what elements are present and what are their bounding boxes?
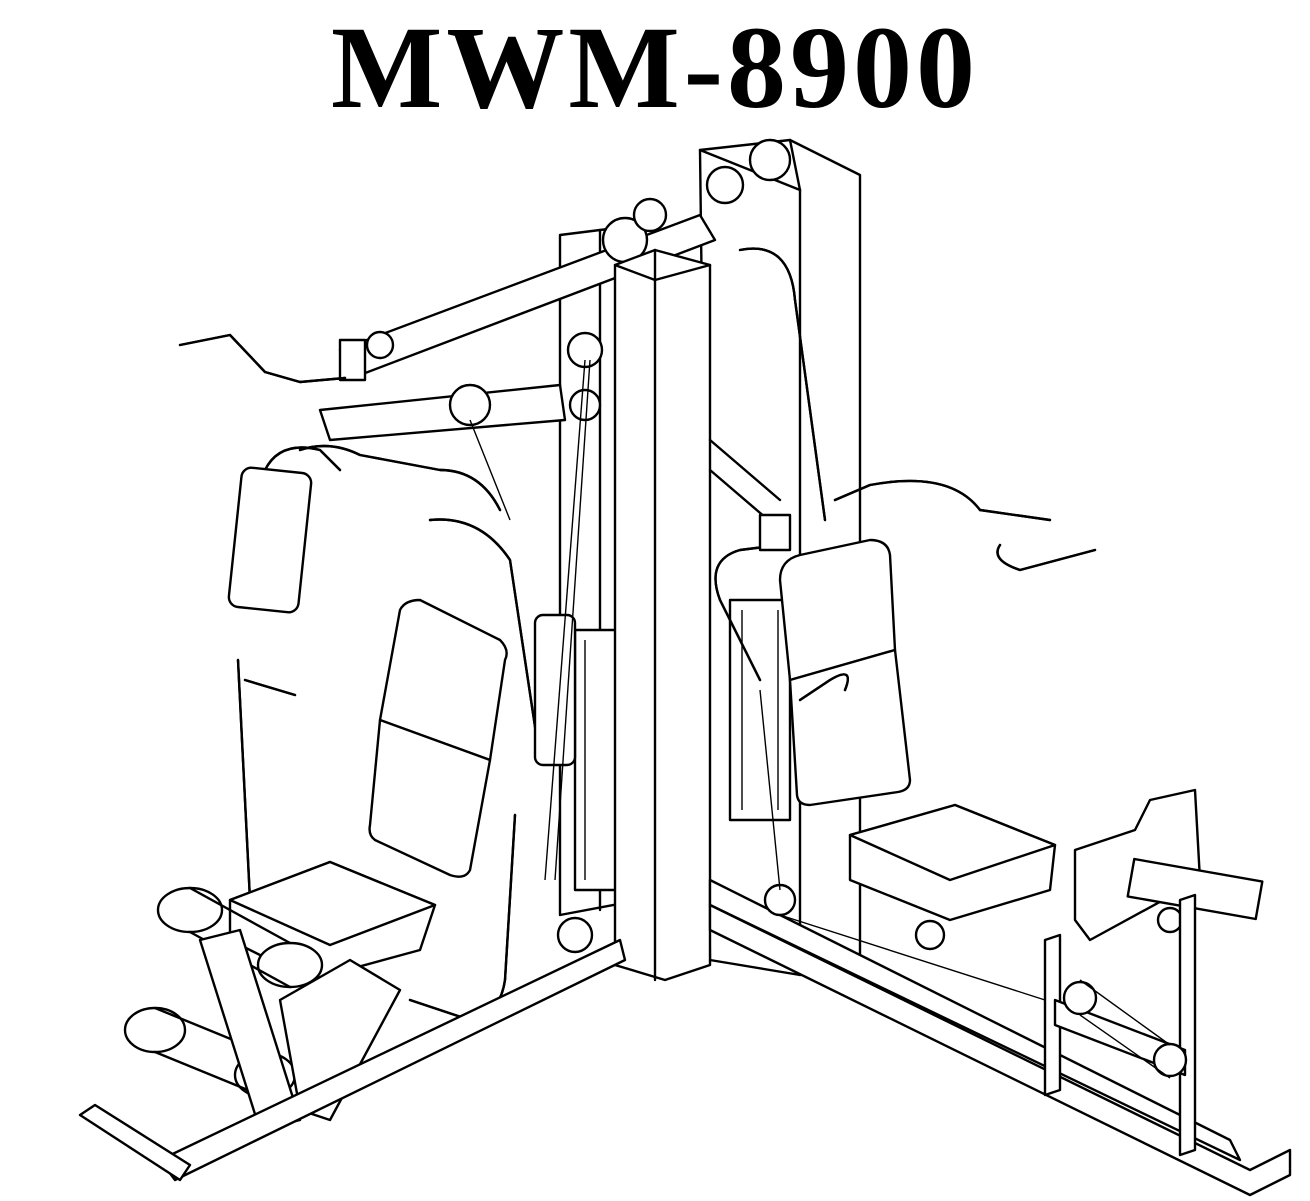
pec-deck-pad-left bbox=[227, 446, 342, 614]
pulley-icon bbox=[632, 197, 668, 233]
knob-icon bbox=[1156, 906, 1184, 934]
model-title: MWM-8900 bbox=[330, 2, 980, 133]
lat-pulldown-bar bbox=[178, 333, 347, 384]
leg-press-seat bbox=[848, 803, 1057, 951]
pulley-icon bbox=[556, 916, 594, 954]
backrest-right bbox=[714, 538, 912, 807]
press-arm-assembly bbox=[298, 331, 604, 512]
pulley-icon bbox=[748, 138, 792, 182]
knob-icon bbox=[914, 919, 946, 951]
pulley-icon bbox=[705, 165, 745, 205]
right-press-arm bbox=[708, 247, 1097, 572]
front-column bbox=[613, 248, 712, 982]
pulley-icon bbox=[448, 383, 492, 427]
leg-extension-rollers bbox=[123, 886, 402, 1132]
cables bbox=[469, 359, 781, 891]
backrest-center bbox=[368, 518, 577, 878]
base-frame bbox=[78, 878, 1292, 1197]
pulley-icon bbox=[1152, 1042, 1188, 1078]
pulley-icon bbox=[365, 330, 395, 360]
leg-press-footplate bbox=[1073, 788, 1264, 942]
pulley-icon bbox=[568, 388, 602, 422]
pulley-icon bbox=[1062, 980, 1098, 1016]
